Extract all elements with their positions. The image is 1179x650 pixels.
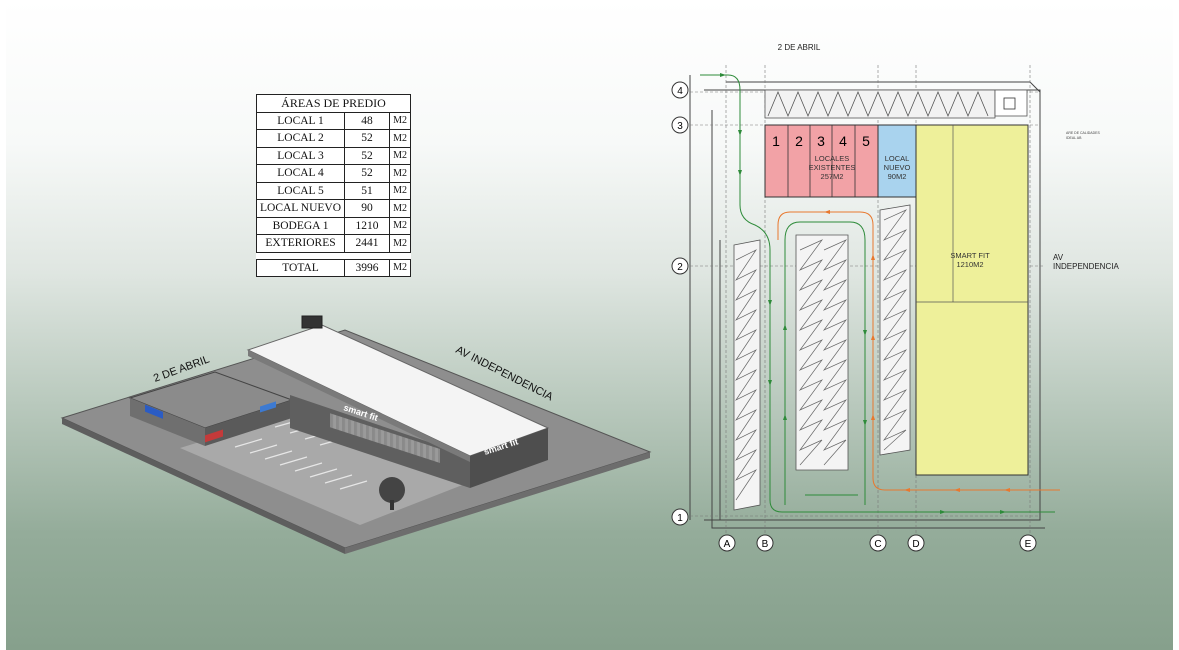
- total-value: 3996: [344, 258, 391, 277]
- area-name: LOCAL 5: [255, 181, 346, 200]
- area-name: LOCAL NUEVO: [255, 199, 346, 218]
- area-name: EXTERIORES: [255, 234, 346, 253]
- area-name: LOCAL 4: [255, 164, 346, 183]
- area-value: 52: [344, 129, 391, 148]
- table-row: LOCAL 2 52 M2: [255, 129, 412, 148]
- area-name: LOCAL 3: [255, 146, 346, 165]
- area-value: 52: [344, 146, 391, 165]
- area-unit: M2: [389, 234, 412, 253]
- area-value: 52: [344, 164, 391, 183]
- table-row: LOCAL 3 52 M2: [255, 146, 412, 165]
- area-unit: M2: [389, 181, 412, 200]
- area-value: 90: [344, 199, 391, 218]
- areas-table: ÁREAS DE PREDIO LOCAL 1 48 M2 LOCAL 2 52…: [255, 94, 412, 277]
- table-row: EXTERIORES 2441 M2: [255, 234, 412, 253]
- table-row: LOCAL 1 48 M2: [255, 111, 412, 130]
- area-value: 48: [344, 111, 391, 130]
- area-unit: M2: [389, 111, 412, 130]
- area-unit: M2: [389, 146, 412, 165]
- table-total-row: TOTAL 3996 M2: [255, 258, 412, 277]
- areas-table-title: ÁREAS DE PREDIO: [255, 94, 412, 113]
- area-name: LOCAL 2: [255, 129, 346, 148]
- area-unit: M2: [389, 216, 412, 235]
- table-row: LOCAL NUEVO 90 M2: [255, 199, 412, 218]
- table-row: LOCAL 4 52 M2: [255, 164, 412, 183]
- area-value: 1210: [344, 216, 391, 235]
- total-label: TOTAL: [255, 258, 346, 277]
- table-row: BODEGA 1 1210 M2: [255, 216, 412, 235]
- table-row: LOCAL 5 51 M2: [255, 181, 412, 200]
- area-unit: M2: [389, 129, 412, 148]
- drawing-sheet: [6, 0, 1173, 650]
- area-value: 51: [344, 181, 391, 200]
- table-gap: [256, 251, 411, 260]
- total-unit: M2: [389, 258, 412, 277]
- area-value: 2441: [344, 234, 391, 253]
- area-unit: M2: [389, 164, 412, 183]
- area-name: BODEGA 1: [255, 216, 346, 235]
- area-unit: M2: [389, 199, 412, 218]
- area-name: LOCAL 1: [255, 111, 346, 130]
